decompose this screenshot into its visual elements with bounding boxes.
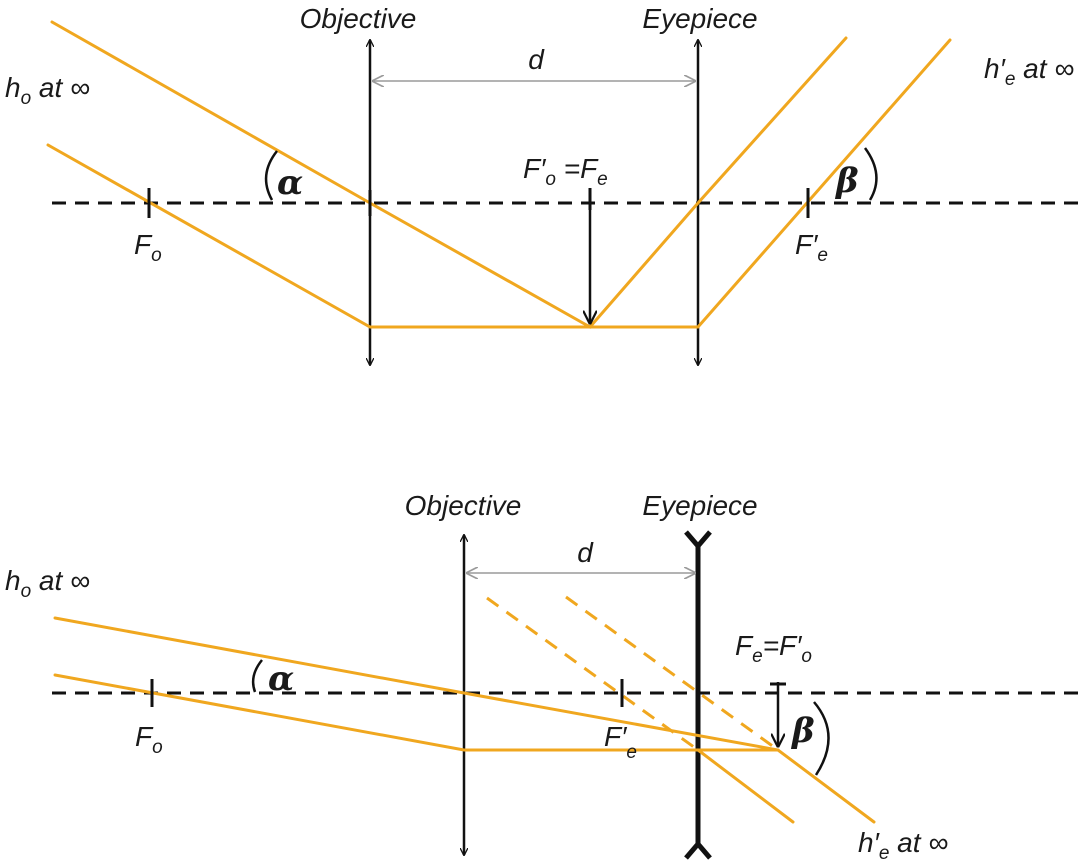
ray-upper-bottom (53, 616, 876, 824)
ray-upper (50, 20, 848, 329)
alpha-symbol: α (277, 163, 303, 203)
galilean-diagram: d Objective Eyepiece α β ho at ∞ h′e at … (5, 490, 1085, 864)
virtual-ray-2 (565, 595, 779, 752)
beta-symbol-bottom: β (790, 711, 815, 751)
alpha-arc (264, 150, 278, 201)
focal-coincidence-label-bottom: Fe=F′o (735, 630, 812, 667)
beta-symbol: β (834, 161, 859, 201)
object-at-infinity-label: ho at ∞ (5, 72, 90, 109)
image-at-infinity-label: h′e at ∞ (984, 53, 1074, 90)
beta-arc (863, 147, 878, 201)
focal-coincidence-label: F′o =Fe (523, 153, 608, 190)
fe-prime-label-bottom: F′e (604, 721, 637, 763)
eyepiece-label: Eyepiece (642, 3, 757, 34)
objective-label-bottom: Objective (405, 490, 522, 521)
ray-diverged-bottom (696, 748, 795, 824)
d-label-bottom: d (577, 537, 594, 568)
virtual-ray-1 (486, 596, 699, 752)
d-label: d (528, 44, 545, 75)
fo-label: Fo (134, 229, 162, 266)
eyepiece-label-bottom: Eyepiece (642, 490, 757, 521)
eyepiece-lens-bottom (684, 530, 712, 860)
object-at-infinity-label-bottom: ho at ∞ (5, 565, 90, 602)
ray-lower-bottom (53, 673, 780, 752)
alpha-symbol-bottom: α (268, 659, 294, 699)
ray-lower (46, 38, 952, 329)
objective-label: Objective (300, 3, 417, 34)
alpha-arc-bottom (251, 659, 263, 693)
keplerian-diagram: d Objective Eyepiece α β ho at ∞ h′e at … (5, 3, 1085, 365)
fe-prime-label: F′e (795, 229, 828, 266)
image-at-infinity-label-bottom: h′e at ∞ (858, 827, 948, 864)
beta-arc-bottom (813, 701, 830, 776)
fo-label-bottom: Fo (135, 721, 163, 758)
